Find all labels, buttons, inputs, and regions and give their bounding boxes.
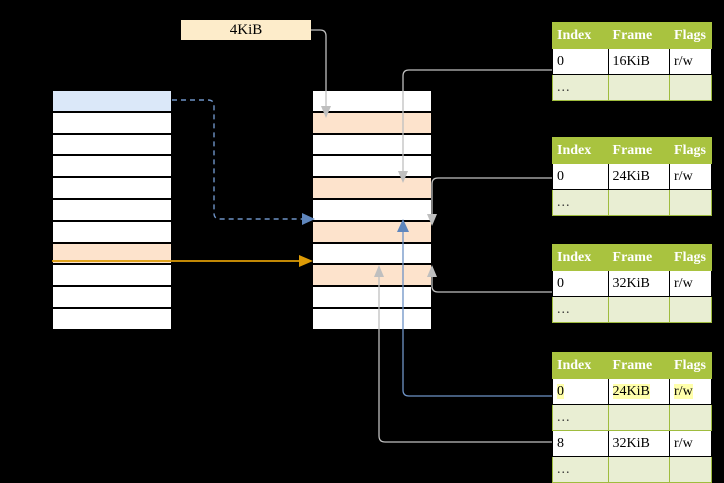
- cell-flags: r/w: [669, 270, 712, 297]
- column-header-flags: Flags: [669, 22, 712, 49]
- cell-index: ...: [552, 74, 609, 101]
- virtual-frame-cell-2: [52, 133, 172, 156]
- column-header-index: Index: [552, 352, 609, 379]
- cell-frame: [607, 189, 671, 216]
- virtual-frame-cell-6: [52, 220, 172, 243]
- table-row: ...: [552, 296, 712, 323]
- column-header-flags: Flags: [669, 352, 712, 379]
- column-header-flags: Flags: [669, 137, 712, 164]
- physical-frame-cell-6: [312, 220, 432, 243]
- cell-frame: 24KiB: [607, 163, 671, 190]
- column-header-index: Index: [552, 244, 609, 271]
- size-label: 4KiB: [181, 20, 311, 40]
- virtual-frame-cell-3: [52, 155, 172, 178]
- virtual-frame-cell-8: [52, 264, 172, 287]
- wire-table3-to-frame: [431, 277, 552, 293]
- physical-frame-cell-0: [312, 90, 432, 112]
- column-header-index: Index: [552, 22, 609, 49]
- virtual-frame-cell-5: [52, 199, 172, 221]
- column-header-index: Index: [552, 137, 609, 164]
- physical-frame-cell-9: [312, 286, 432, 308]
- virtual-frame-cell-10: [52, 308, 172, 330]
- table-row: ...: [552, 404, 712, 431]
- table-row: ...: [552, 189, 712, 216]
- column-header-frame: Frame: [607, 137, 671, 164]
- cell-index: 0: [552, 270, 609, 297]
- wire-table2-to-frame: [431, 177, 552, 214]
- column-header-flags: Flags: [669, 244, 712, 271]
- cell-frame: 24KiB: [607, 378, 671, 405]
- cell-index: 0: [552, 48, 609, 75]
- cell-flags: [669, 189, 712, 216]
- cell-flags: r/w: [669, 163, 712, 190]
- cell-flags: r/w: [669, 430, 712, 457]
- virtual-frame-cell-9: [52, 286, 172, 308]
- cell-flags: [669, 296, 712, 323]
- physical-frame-cell-5: [312, 199, 432, 221]
- virtual-frame-cell-0: [52, 90, 172, 112]
- cell-index: 0: [552, 378, 609, 405]
- cell-frame: 32KiB: [607, 270, 671, 297]
- cell-frame: [607, 404, 671, 431]
- cell-flags: [669, 404, 712, 431]
- physical-frame-cell-10: [312, 308, 432, 330]
- cell-flags: [669, 456, 712, 483]
- cell-index: ...: [552, 456, 609, 483]
- physical-frame-cell-8: [312, 264, 432, 287]
- table-row: 0 24KiB r/w: [552, 378, 712, 405]
- cell-index: ...: [552, 189, 609, 216]
- virtual-frame-cell-1: [52, 111, 172, 134]
- table-row: ...: [552, 456, 712, 483]
- column-header-frame: Frame: [607, 22, 671, 49]
- physical-frame-cell-1: [312, 111, 432, 134]
- cell-index: 0: [552, 163, 609, 190]
- cell-flags: r/w: [669, 48, 712, 75]
- highlighted-value: r/w: [674, 383, 693, 399]
- cell-frame: [607, 296, 671, 323]
- table-row: ...: [552, 74, 712, 101]
- wire-virtual-to-physical-dashed: [172, 99, 303, 220]
- column-header-frame: Frame: [607, 244, 671, 271]
- physical-frame-cell-3: [312, 155, 432, 178]
- cell-frame: [607, 74, 671, 101]
- virtual-frame-cell-7: [52, 242, 172, 265]
- cell-index: ...: [552, 296, 609, 323]
- cell-frame: [607, 456, 671, 483]
- cell-frame: 32KiB: [607, 430, 671, 457]
- cell-flags: r/w: [669, 378, 712, 405]
- highlighted-value: 24KiB: [612, 383, 650, 399]
- physical-frame-cell-2: [312, 133, 432, 156]
- virtual-frame-cell-4: [52, 177, 172, 199]
- physical-frame-cell-7: [312, 242, 432, 265]
- highlighted-value: 0: [557, 383, 564, 399]
- cell-flags: [669, 74, 712, 101]
- column-header-frame: Frame: [607, 352, 671, 379]
- cell-frame: 16KiB: [607, 48, 671, 75]
- cell-index: ...: [552, 404, 609, 431]
- physical-frame-cell-4: [312, 177, 432, 199]
- cell-index: 8: [552, 430, 609, 457]
